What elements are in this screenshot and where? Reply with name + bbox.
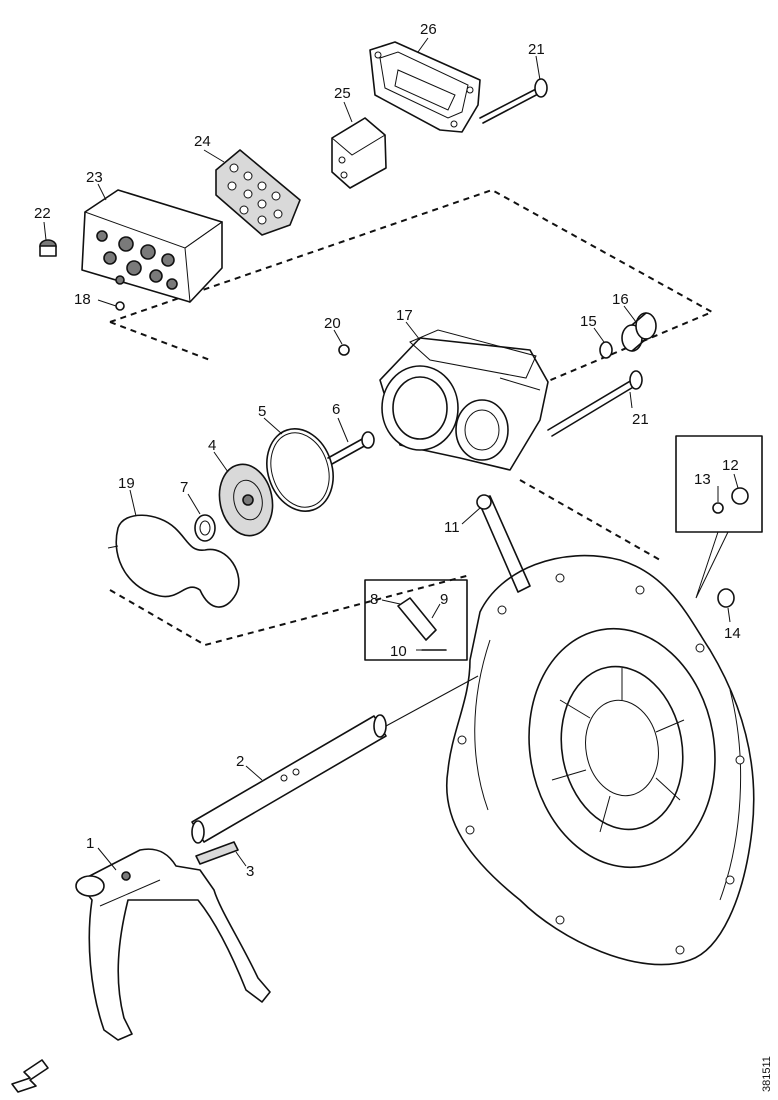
callout-8: 8 [370,591,378,608]
callout-13: 13 [694,471,711,488]
gasket-figure8-19 [107,514,240,608]
callout-23: 23 [86,169,103,186]
seal-ring-15 [599,341,613,359]
nut-20 [338,344,350,356]
bolt-long-top [479,78,548,124]
callout-1: 1 [86,835,94,852]
callout-22: 22 [34,205,51,222]
callout-19: 19 [118,475,135,492]
screw-18 [115,301,125,311]
callout-20: 20 [324,315,341,332]
shift-rail-2 [191,675,479,844]
bolt-long-right [547,370,643,437]
inset-box-8-9-10 [364,579,468,661]
callout-3: 3 [246,863,254,880]
piston-4 [218,463,274,537]
callout-14: 14 [724,625,741,642]
callout-5: 5 [258,403,266,420]
callout-18: 18 [74,291,91,308]
bushing-16 [621,312,657,352]
callout-9: 9 [440,591,448,608]
callout-10: 10 [390,643,407,660]
callout-11: 11 [444,519,460,536]
bolt-6 [327,431,375,465]
callout-26: 24 [194,133,211,150]
callout-2: 2 [236,753,244,770]
callout-7: 7 [180,479,188,496]
seal-14 [717,588,735,608]
callout-labels: 26 21 25 24 23 22 18 20 17 15 16 21 6 5 … [34,21,741,880]
shift-fork-1 [75,848,271,1041]
group-outline-lower-right [519,479,661,561]
group-outline-upper [109,188,715,399]
drawing-code: 381511 [761,1056,773,1092]
callout-24: 26 [420,21,437,38]
roll-pin-3 [195,841,239,865]
sensor-module [331,117,387,189]
group-outline-upper-left [109,321,211,361]
seal-7 [194,514,216,542]
plug-22 [39,239,57,257]
actuator-housing [379,329,549,471]
callout-21-right: 21 [632,411,649,428]
callout-12: 12 [722,457,739,474]
o-ring-5 [266,428,334,512]
lever-11 [476,494,531,593]
callout-4: 4 [208,437,216,454]
gasket-perforated [215,149,301,236]
callout-6: 6 [332,401,340,418]
callout-17: 17 [396,307,413,324]
leader-lines [43,37,739,871]
inset-box-12-13 [675,435,763,599]
callout-25: 25 [334,85,351,102]
cover-plate [369,41,481,133]
callout-16: 16 [612,291,629,308]
callout-15: 15 [580,313,597,330]
group-outline-lower [109,574,471,647]
callout-21-top: 21 [528,41,545,58]
direction-arrow-icon [11,1059,49,1093]
transmission-housing [446,554,755,966]
valve-block [81,189,224,304]
